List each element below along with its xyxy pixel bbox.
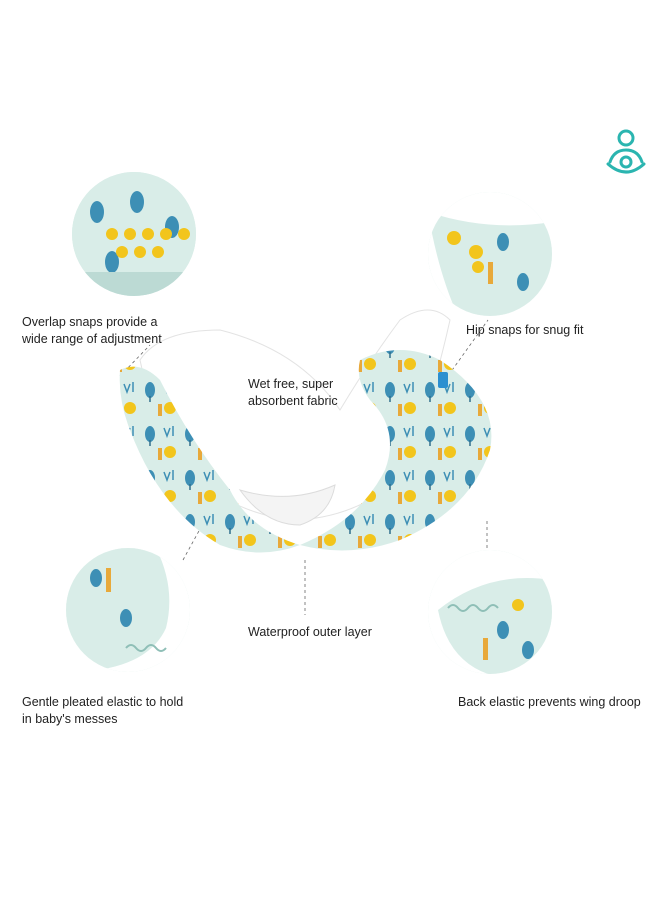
diaper-illustration	[100, 290, 520, 585]
overlap-snaps-closeup	[72, 172, 196, 296]
back-elastic-closeup	[428, 550, 552, 674]
pleated-elastic-closeup	[66, 548, 190, 672]
hip-snaps-label: Hip snaps for snug fit	[466, 323, 584, 337]
pleated-elastic-label: Gentle pleated elastic to hold in baby's…	[22, 695, 184, 726]
brand-logo	[604, 128, 648, 183]
wet-free-label: Wet free, super absorbent fabric	[248, 377, 338, 408]
hip-snaps-closeup	[428, 192, 552, 316]
back-elastic-label: Back elastic prevents wing droop	[458, 695, 641, 709]
overlap-snaps-label: Overlap snaps provide a wide range of ad…	[22, 315, 162, 346]
waterproof-label: Waterproof outer layer	[248, 625, 372, 639]
mother-baby-icon	[606, 129, 646, 174]
